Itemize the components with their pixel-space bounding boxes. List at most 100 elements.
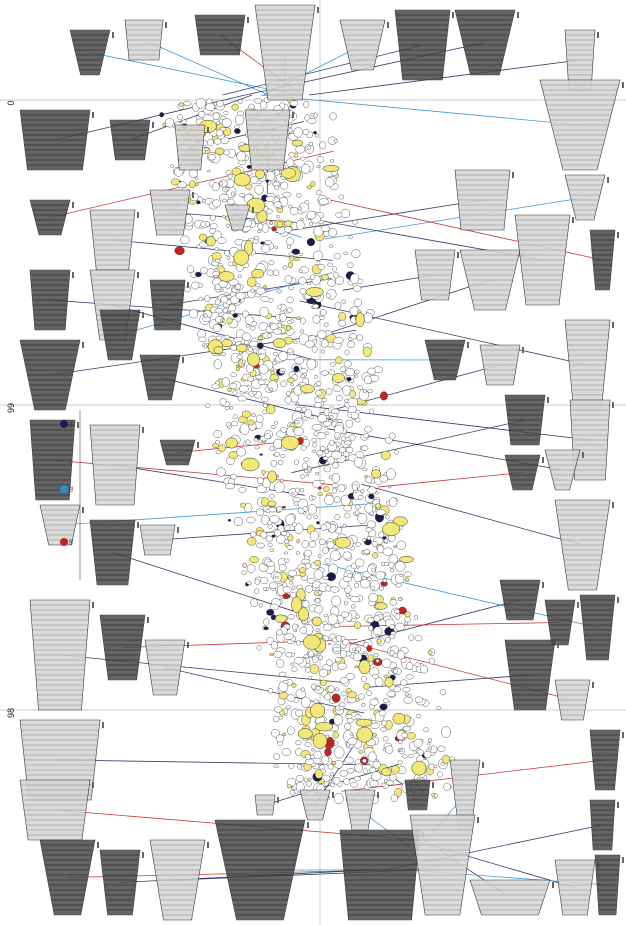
sherd: [228, 303, 236, 312]
leader-line: [114, 464, 305, 496]
sherd: [271, 226, 277, 232]
sherd: [293, 427, 304, 437]
sherd: [181, 119, 187, 125]
sherd: [386, 690, 396, 698]
sherd: [402, 686, 411, 693]
sherd: [267, 542, 273, 547]
sherd: [383, 698, 389, 704]
sherd: [286, 391, 292, 397]
sherd: [273, 201, 282, 208]
sherd: [372, 552, 379, 559]
sherd: [268, 506, 277, 513]
sherd: [238, 487, 247, 493]
sherd-large: [205, 236, 216, 247]
sherd: [265, 195, 275, 202]
sherd: [315, 471, 320, 476]
sherd-large: [213, 346, 224, 354]
sherd: [317, 264, 325, 270]
sherd: [223, 111, 229, 115]
sherd: [329, 586, 340, 593]
sherd: [215, 258, 221, 263]
sherd: [274, 481, 285, 494]
sherd: [304, 408, 313, 418]
sherd: [295, 145, 306, 154]
sherd: [274, 245, 278, 250]
sherd: [209, 214, 216, 222]
pottery-drawing: [414, 249, 459, 301]
sherd: [259, 306, 270, 318]
sherd: [306, 514, 312, 520]
sherd: [257, 379, 266, 385]
sherd-large: [371, 469, 381, 479]
sherd: [250, 326, 256, 331]
sherd: [242, 359, 246, 364]
sherd: [317, 554, 322, 558]
sherd: [317, 486, 322, 490]
sherd: [413, 738, 423, 748]
sherd: [280, 478, 284, 483]
sherd: [420, 665, 429, 674]
sherd: [295, 775, 305, 782]
sherd: [221, 215, 226, 218]
legend: 04 02 06: [60, 410, 81, 580]
sherd: [273, 764, 279, 769]
sherd: [428, 746, 432, 751]
sherd: [296, 539, 301, 544]
sherd: [291, 522, 297, 528]
sherd: [346, 262, 354, 268]
sherd: [247, 375, 254, 382]
sherd: [272, 351, 278, 356]
sherd: [298, 276, 307, 285]
sherd: [310, 113, 315, 117]
sherd: [256, 342, 264, 349]
sherd: [212, 112, 220, 120]
sherd: [303, 100, 310, 108]
leader-line: [377, 472, 523, 488]
sherd: [358, 750, 364, 755]
sherd: [216, 100, 224, 107]
sherd: [345, 419, 353, 428]
sherd: [170, 164, 175, 168]
sherd: [366, 645, 373, 652]
pottery-drawing: [504, 394, 549, 446]
sherd-large: [233, 173, 251, 187]
sherd: [321, 274, 329, 281]
sherd: [437, 745, 446, 752]
sherd: [216, 237, 227, 244]
sherd: [195, 271, 202, 278]
sherd: [285, 237, 294, 246]
sherd: [385, 437, 393, 444]
sherd: [293, 127, 304, 138]
sherd: [224, 187, 230, 191]
sherd: [183, 100, 192, 107]
pottery-drawing: [469, 879, 554, 916]
pottery-drawing: [109, 119, 154, 161]
sherd: [348, 337, 353, 341]
sherd: [226, 256, 231, 260]
sherd: [317, 492, 323, 496]
sherd: [344, 349, 350, 356]
sherd: [390, 765, 400, 774]
sherd: [350, 273, 360, 285]
sherd: [400, 658, 407, 663]
sherd: [367, 367, 376, 375]
sherd: [274, 575, 279, 579]
sherd: [368, 625, 374, 632]
sherd: [188, 308, 198, 319]
sherd: [203, 147, 209, 151]
sherd-large: [291, 139, 303, 147]
sherd-large: [381, 767, 392, 777]
sherd: [259, 453, 263, 456]
sherd: [213, 138, 222, 145]
sherd: [287, 348, 294, 354]
sherd: [362, 389, 367, 394]
sherd: [372, 760, 381, 769]
sherd: [383, 674, 389, 679]
pottery-drawing: [19, 779, 94, 841]
sherd: [350, 604, 356, 609]
sherd: [211, 383, 220, 389]
sherd: [347, 691, 357, 699]
pottery-drawing: [394, 9, 454, 81]
sherd: [214, 308, 223, 314]
